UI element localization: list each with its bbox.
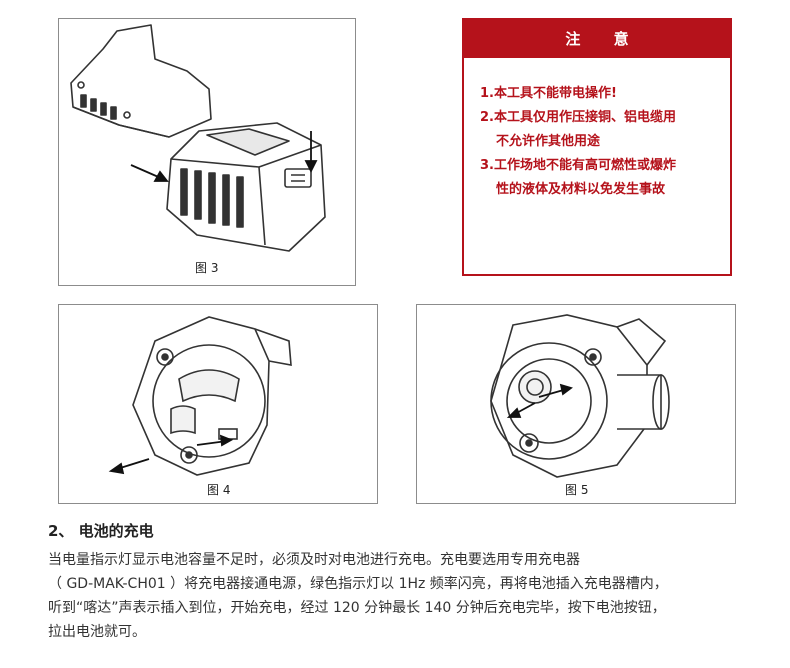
figure-4-panel: 图 4 [58,304,378,504]
paragraph-line-2: （ GD-MAK-CH01 ）将充电器接通电源，绿色指示灯以 1Hz 频率闪亮，… [48,576,668,592]
notice-item-3: 3.工作场地不能有高可燃性或爆炸 性的液体及材料以免发生事故 [480,158,676,197]
paragraph-line-4: 拉出电池就可。 [48,624,146,640]
figure-3-caption: 图 3 [195,261,219,275]
notice-title: 注 意 [464,20,730,58]
section-paragraph: 当电量指示灯显示电池容量不足时，必须及时对电池进行充电。充电要选用专用充电器 （… [48,548,778,644]
figure-5-panel: 图 5 [416,304,736,504]
paragraph-line-1: 当电量指示灯显示电池容量不足时，必须及时对电池进行充电。充电要选用专用充电器 [48,552,580,568]
paragraph-line-3: 听到“喀达”声表示插入到位，开始充电，经过 120 分钟最长 140 分钟后充电… [48,600,666,616]
crimp-head-closed-illustration [490,314,670,478]
notice-item-1: 1.本工具不能带电操作! [480,86,617,101]
figure-4-caption: 图 4 [207,483,231,497]
figure-3-panel: 图 3 [58,18,356,286]
notice-list: 1.本工具不能带电操作! 2.本工具仅用作压接铜、铝电缆用 不允许作其他用途 3… [480,82,726,202]
battery-insert-illustration [70,24,326,252]
notice-box: 注 意 1.本工具不能带电操作! 2.本工具仅用作压接铜、铝电缆用 不允许作其他… [462,18,732,276]
crimp-head-open-illustration [108,316,292,476]
notice-item-2: 2.本工具仅用作压接铜、铝电缆用 不允许作其他用途 [480,110,676,149]
figure-5-caption: 图 5 [565,483,589,497]
section-title: 2、 电池的充电 [48,522,154,540]
